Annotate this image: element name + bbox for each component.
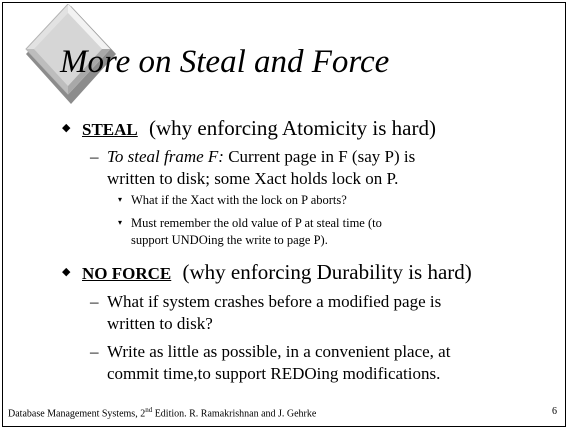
noforce-item-1-line2: written to disk?: [107, 314, 213, 333]
noforce-item-2-line1: Write as little as possible, in a conven…: [107, 342, 451, 361]
page-number: 6: [552, 406, 557, 417]
steal-bullet-1-text: What if the Xact with the lock on P abor…: [131, 193, 347, 207]
bullet-icon: ◆: [62, 265, 71, 278]
steal-sub-line2: written to disk; some Xact holds lock on…: [107, 169, 399, 188]
steal-bullet-2-line2: support UNDOing the write to page P).: [131, 233, 328, 247]
slide-footer: Database Management Systems, 2nd Edition…: [8, 406, 316, 419]
steal-subpoint: – To steal frame F: Current page in F (s…: [90, 146, 415, 190]
steal-description: (why enforcing Atomicity is hard): [149, 116, 436, 140]
noforce-item-2: – Write as little as possible, in a conv…: [90, 341, 450, 385]
steal-bullet-1: ▾ What if the Xact with the lock on P ab…: [118, 192, 347, 209]
footer-sup: nd: [145, 406, 153, 414]
diamond-logo-icon: [25, 4, 116, 104]
noforce-description: (why enforcing Durability is hard): [182, 260, 472, 284]
dash-icon: –: [90, 342, 99, 361]
steal-sub-line1: Current page in F (say P) is: [228, 147, 416, 166]
steal-bullet-2: ▾ Must remember the old value of P at st…: [118, 215, 382, 249]
steal-bullet-2-line1: Must remember the old value of P at stea…: [131, 216, 382, 230]
slide-title: More on Steal and Force: [60, 44, 390, 80]
slide-frame: [2, 2, 566, 427]
noforce-keyword: NO FORCE: [82, 264, 172, 283]
steal-keyword: STEAL: [82, 120, 138, 139]
noforce-heading: ◆ NO FORCE (why enforcing Durability is …: [62, 260, 472, 285]
dash-icon: –: [90, 147, 99, 166]
noforce-item-1-line1: What if system crashes before a modified…: [107, 292, 442, 311]
noforce-item-1: – What if system crashes before a modifi…: [90, 291, 441, 335]
footer-prefix: Database Management Systems, 2: [8, 408, 146, 420]
dash-icon: –: [90, 292, 99, 311]
triangle-bullet-icon: ▾: [118, 195, 123, 204]
bullet-icon: ◆: [62, 121, 71, 134]
steal-heading: ◆ STEAL (why enforcing Atomicity is hard…: [62, 116, 436, 141]
noforce-item-2-line2: commit time,to support REDOing modificat…: [107, 364, 441, 383]
triangle-bullet-icon: ▾: [118, 218, 123, 227]
steal-frame-label: To steal frame F:: [107, 147, 224, 166]
footer-suffix: Edition. R. Ramakrishnan and J. Gehrke: [152, 408, 317, 420]
